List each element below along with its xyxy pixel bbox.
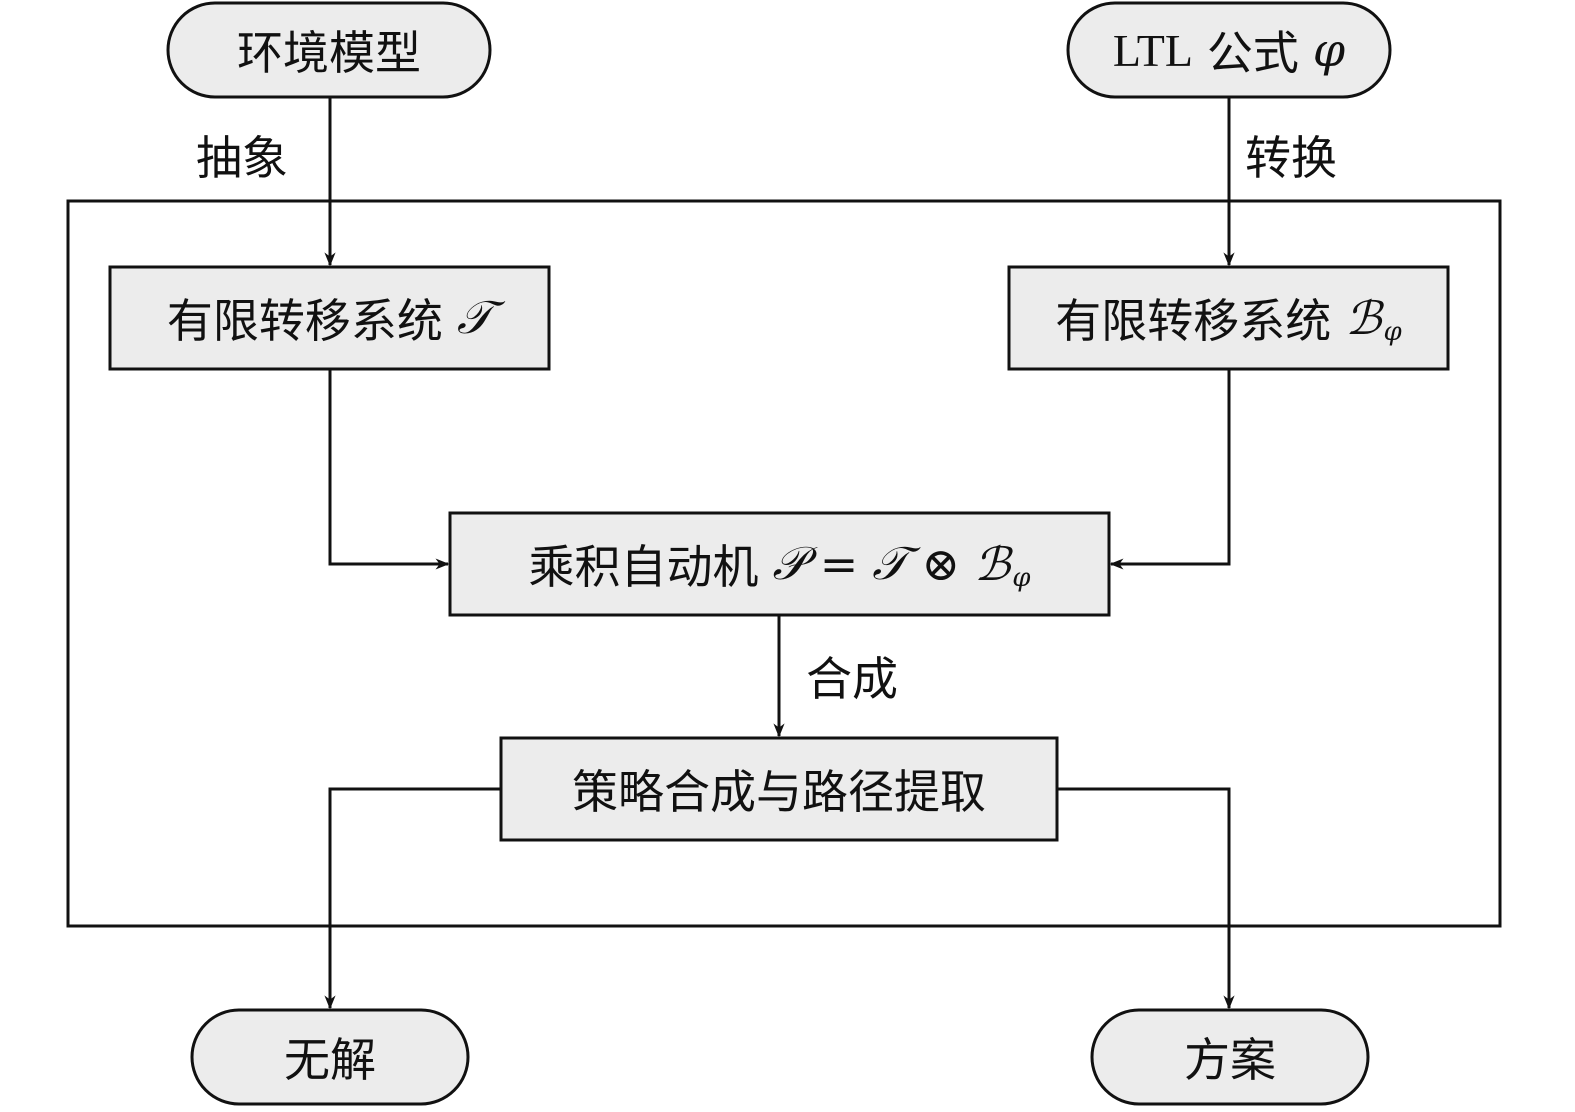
product-subscript: φ	[1012, 563, 1031, 593]
terminal-no-solution	[190, 1008, 470, 1106]
strategy-text: 策略合成与路径提取	[572, 765, 986, 819]
edge-label-abstract: 抽象	[196, 131, 288, 185]
box-strategy	[499, 736, 1059, 842]
env-model-text: 环境模型	[237, 26, 421, 80]
finite-ts-b-text: 有限转移系统	[1055, 294, 1332, 348]
no-solution-text: 无解	[284, 1033, 376, 1087]
finite-ts-t-label: 有限转移系统 𝒯	[110, 267, 549, 369]
edge-strategy-to-plan	[1057, 787, 1235, 1010]
edge-buchi-to-product	[1109, 369, 1231, 570]
product-label: 乘积自动机 𝒫 = 𝒯 ⊗ ℬ φ	[450, 513, 1109, 615]
product-lhs: 𝒫	[772, 536, 806, 590]
edge-ts-to-product	[328, 369, 450, 570]
finite-ts-t-text: 有限转移系统	[166, 294, 443, 348]
product-op: ⊗	[921, 537, 961, 591]
ltl-formula-label: LTL 公式 φ	[1068, 3, 1390, 97]
plan-text: 方案	[1184, 1033, 1276, 1087]
ltl-text: 公式	[1206, 26, 1299, 80]
product-b: ℬ	[974, 537, 1011, 591]
outer-frame	[66, 199, 1502, 928]
strategy-label: 策略合成与路径提取	[501, 738, 1057, 840]
ltl-symbol: φ	[1312, 23, 1346, 77]
product-eq: =	[819, 537, 859, 591]
no-solution-label: 无解	[192, 1010, 468, 1104]
product-text: 乘积自动机	[528, 540, 759, 594]
terminal-plan	[1090, 1008, 1370, 1106]
finite-ts-b-label: 有限转移系统 ℬ φ	[1009, 267, 1448, 369]
edge-label-convert: 转换	[1245, 131, 1337, 185]
product-t: 𝒯	[872, 536, 908, 590]
finite-ts-t-symbol: 𝒯	[456, 290, 493, 344]
env-model-label: 环境模型	[168, 3, 490, 97]
edge-strategy-to-no-solution	[324, 787, 501, 1010]
edge-label-synthesize: 合成	[806, 652, 898, 706]
plan-label: 方案	[1092, 1010, 1368, 1104]
finite-ts-b-symbol: ℬ	[1345, 291, 1382, 345]
finite-ts-b-subscript: φ	[1383, 317, 1402, 347]
ltl-prefix: LTL	[1112, 24, 1193, 76]
